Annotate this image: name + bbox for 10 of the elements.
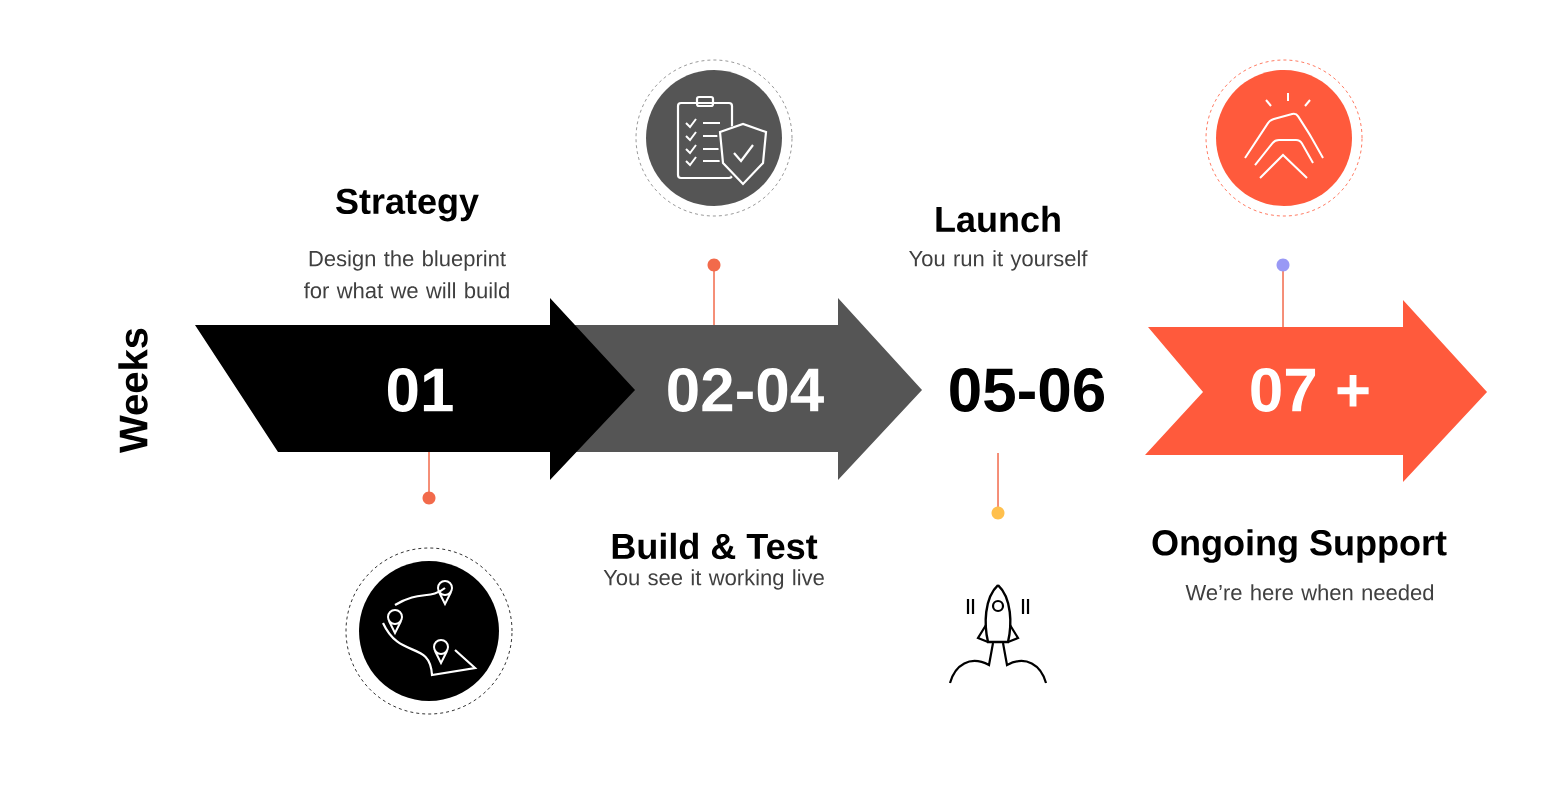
- stage-description: Design the blueprint for what we will build: [304, 250, 509, 299]
- week-number: 05-06: [950, 368, 1105, 412]
- stage-description: You see it working live: [603, 569, 824, 590]
- stage-title: Build & Test: [612, 532, 818, 560]
- stage-title: Launch: [936, 205, 1060, 233]
- axis-title: Weeks: [118, 328, 148, 453]
- stage-title: Strategy: [336, 188, 479, 222]
- stage-description: We’re here when needed: [1185, 584, 1434, 601]
- stage-title: Ongoing Support: [1152, 529, 1447, 563]
- stage-description: You run it yourself: [909, 250, 1088, 271]
